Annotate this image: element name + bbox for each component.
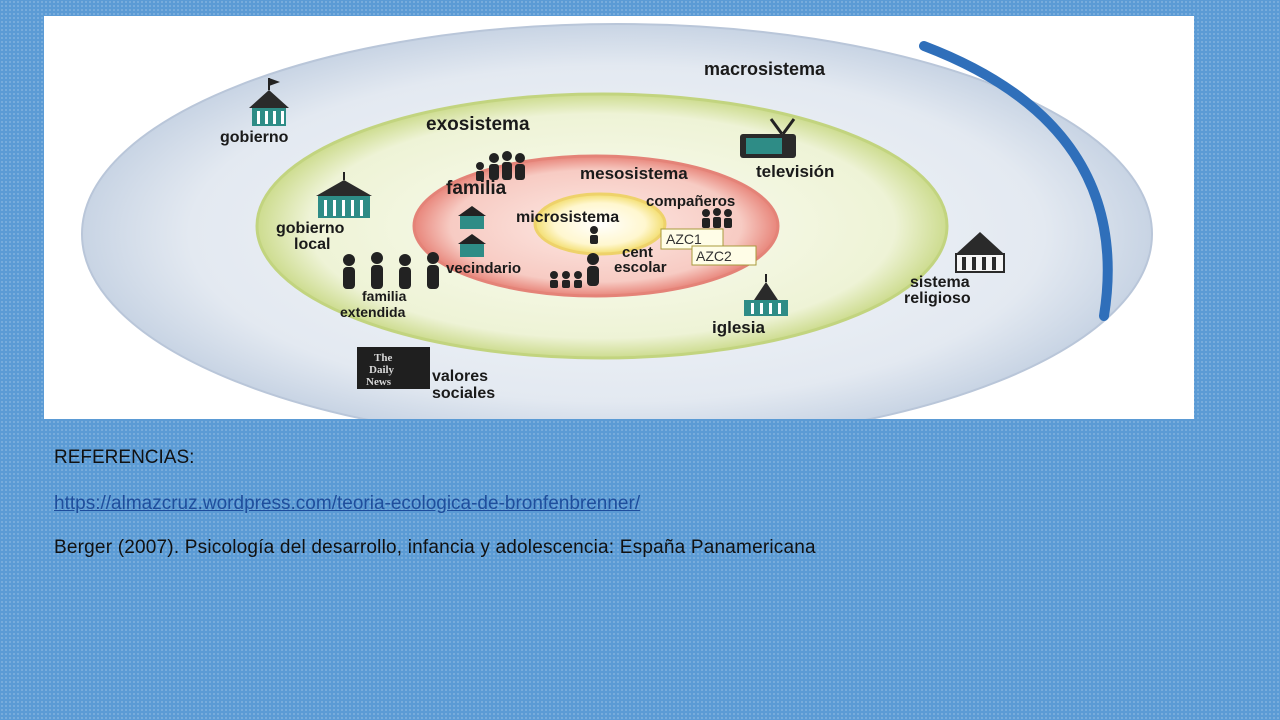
sistema-religioso-label-1: sistema bbox=[910, 274, 970, 291]
local-government-building-icon bbox=[316, 172, 372, 218]
svg-text:AZC1: AZC1 bbox=[666, 231, 702, 247]
gobierno-local-label-1: gobierno bbox=[276, 220, 345, 237]
companeros-label: compañeros bbox=[646, 193, 735, 210]
reference-link[interactable]: https://almazcruz.wordpress.com/teoria-e… bbox=[54, 493, 641, 514]
gobierno-local-label-2: local bbox=[294, 236, 330, 253]
macrosystem-label: macrosistema bbox=[704, 59, 826, 79]
vecindario-label: vecindario bbox=[446, 260, 521, 277]
church-icon bbox=[744, 274, 788, 316]
macrosystem-ring-edge bbox=[919, 41, 1113, 321]
television-icon bbox=[740, 118, 796, 158]
valores-sociales-label-1: valores bbox=[432, 368, 488, 385]
familia-extendida-label-2: extendida bbox=[340, 304, 406, 320]
sistema-religioso-label-2: religioso bbox=[904, 290, 971, 307]
television-label: televisión bbox=[756, 162, 834, 181]
reference-book-citation: Berger (2007). Psicología del desarrollo… bbox=[54, 537, 816, 558]
government-building-icon bbox=[249, 78, 289, 126]
valores-sociales-label-2: sociales bbox=[432, 385, 495, 402]
references-section: REFERENCIAS: https://almazcruz.wordpress… bbox=[54, 446, 1234, 560]
gobierno-label: gobierno bbox=[220, 129, 289, 146]
svg-text:The: The bbox=[374, 352, 392, 364]
familia-extendida-label-1: familia bbox=[362, 288, 407, 304]
familia-label: familia bbox=[446, 178, 507, 199]
mesosystem-label: mesosistema bbox=[580, 164, 688, 183]
school-children-icon bbox=[550, 253, 599, 288]
svg-text:Daily: Daily bbox=[369, 364, 395, 376]
religious-building-icon bbox=[955, 232, 1005, 273]
family-people-icon bbox=[476, 151, 525, 181]
iglesia-label: iglesia bbox=[712, 318, 765, 337]
ecological-systems-diagram: macrosistema exosistema mesosistema micr… bbox=[44, 16, 1194, 419]
extended-family-icon bbox=[343, 252, 439, 289]
child-icon bbox=[590, 226, 598, 244]
centro-escolar-label-1: cent bbox=[622, 244, 653, 261]
references-heading: REFERENCIAS: bbox=[54, 447, 195, 468]
centro-escolar-label-2: escolar bbox=[614, 259, 667, 276]
microsystem-core bbox=[533, 192, 667, 256]
azc1-tag: AZC1 bbox=[660, 228, 724, 250]
newspaper-icon: The Daily News bbox=[357, 347, 430, 389]
exosystem-label: exosistema bbox=[426, 114, 530, 135]
azc2-tag: AZC2 bbox=[691, 245, 757, 266]
neighborhood-houses-icon bbox=[458, 206, 486, 257]
svg-text:AZC2: AZC2 bbox=[696, 248, 732, 264]
microsystem-label: microsistema bbox=[516, 209, 619, 226]
svg-text:News: News bbox=[366, 376, 392, 388]
classmates-icon bbox=[702, 208, 732, 228]
